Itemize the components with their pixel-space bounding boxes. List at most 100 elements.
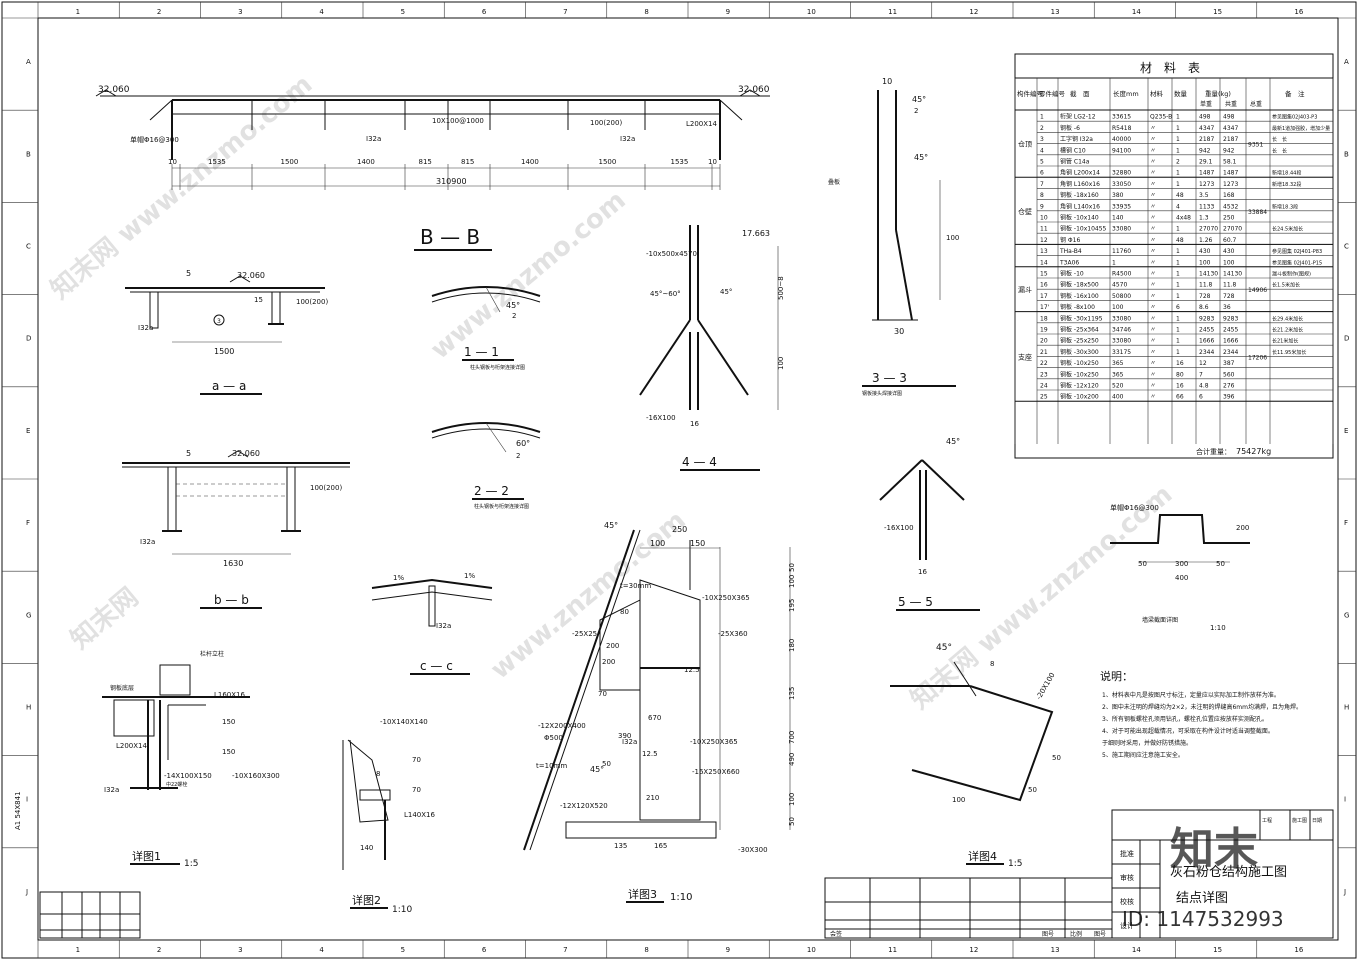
column-label: 10 [807, 8, 816, 16]
column-label: 13 [1051, 8, 1060, 16]
watermark-text: 知末网 www.znzmo.com [45, 69, 318, 305]
mt-cell: 新增18.32段 [1272, 181, 1301, 188]
title-block: 批准 审核 校核 设计 工程 施工图 日期 灰石粉仓结构施工图 结点详图 会签 … [39, 809, 1334, 939]
mt-cell: 2 [1176, 159, 1180, 166]
mt-cell: 〃 [1150, 315, 1156, 322]
d3-dim-inner: 200 [602, 658, 615, 666]
mt-cell: 〃 [1150, 215, 1156, 222]
elevation-right: 32.060 [738, 85, 770, 95]
detail-5-5: 45° -16X100 16 5 — 5 [879, 437, 980, 611]
mt-cell: 钢板 -10x250 [1060, 370, 1099, 378]
mt-cell: 新增18.3段 [1272, 203, 1298, 210]
mt-cell: 1 [1176, 170, 1180, 177]
d3-dim-right: 195 [788, 599, 796, 612]
mt-cell: 7 [1199, 371, 1203, 378]
mt-cell: 12 [1040, 237, 1048, 244]
d3-dim-inner: 70 [598, 690, 607, 698]
column-label: 4 [319, 8, 324, 16]
logo-chars: 知末 [1170, 824, 1258, 875]
row-label: D [1344, 335, 1349, 343]
mt-cell: 钢板 -25x250 [1060, 337, 1099, 345]
mt-cell: 〃 [1150, 248, 1156, 255]
d2-title: 详图2 [352, 893, 381, 907]
mt-cell: 参见图集 02J401-P15 [1272, 259, 1322, 266]
d3-dim-right: 180 [788, 639, 796, 652]
note-item: 于细则时采用，并做好防锈措施。 [1102, 739, 1192, 747]
column-label: 6 [482, 946, 487, 954]
tb-strip: 图号 [1094, 931, 1106, 938]
d4-plate: -20X100 [1035, 671, 1057, 701]
column-label: 6 [482, 8, 487, 16]
mt-cell: 16 [1176, 360, 1184, 367]
column-label: 3 [238, 8, 242, 16]
mt-total: 33884 [1248, 209, 1267, 216]
d4-angle: 45° [936, 643, 952, 653]
row-label: I [26, 796, 28, 804]
d1-label: L200X14 [116, 742, 148, 750]
roof-elevation: 32.060 32.060 单帽Φ16@300 10X100@1000 I32a… [95, 85, 770, 190]
d3-dim-inner: 12.5 [684, 666, 700, 674]
mt-cell: 钢板 -30x300 [1060, 348, 1099, 356]
mt-cell: 参见图集 02J401-P83 [1272, 248, 1322, 255]
elevation-dim: 1535 [208, 158, 226, 166]
mt-cell: 33080 [1112, 338, 1131, 345]
mt-cell: 16 [1040, 282, 1048, 289]
detail-1-1: 45° 2 1 — 1 柱头钢板与桁架连接详图 [431, 286, 541, 371]
mt-header: 零件编号 [1039, 89, 1066, 98]
hat-h: 200 [1236, 524, 1249, 532]
d3-dim-inner: 200 [606, 642, 619, 650]
mt-cell: 1487 [1223, 170, 1238, 177]
d3-dim-bot: 135 [614, 842, 627, 850]
mt-cell: 角钢 L200x14 [1060, 169, 1100, 177]
sheet-size-label: A1 54X841 [14, 791, 22, 830]
mt-cell: Q235-B [1150, 114, 1172, 121]
hat-rebar-detail: 单帽Φ16@300 200 50 300 50 400 墙梁截面详图 1:10 [1110, 503, 1250, 632]
d3-label: t=10mm [536, 762, 567, 770]
d22-title: 2 — 2 [474, 484, 509, 498]
mt-cell: 〃 [1150, 371, 1156, 378]
mt-cell: 430 [1199, 248, 1211, 255]
mt-cell: 17 [1040, 293, 1048, 300]
section-a-a: 32.060 5 15 100(200) 3 I32a 1500 a — a [125, 269, 328, 395]
mt-cell: 4 [1040, 147, 1044, 154]
note-item: 4、对于可能出现超载情况，可采取在构件设计时适当调整截面。 [1102, 727, 1274, 735]
hat-label: 单帽Φ16@300 [1110, 503, 1159, 512]
mt-cell: 9283 [1223, 315, 1238, 322]
column-label: 7 [563, 946, 567, 954]
column-label: 12 [969, 8, 978, 16]
mt-cell: 1273 [1199, 181, 1214, 188]
mt-sum-value: 75427kg [1236, 447, 1271, 456]
mt-cell: 钢管 C14a [1060, 158, 1090, 166]
row-label: J [1343, 888, 1346, 896]
d55-plate: -16X100 [884, 524, 914, 532]
column-label: 9 [726, 946, 730, 954]
aa-frac: 100(200) [296, 298, 328, 306]
column-label: 8 [644, 8, 648, 16]
d3-angle: 45° [604, 521, 618, 530]
bb-dim: 1630 [223, 559, 243, 568]
d2-dim: 140 [360, 844, 373, 852]
mt-cell: 1 [1176, 125, 1180, 132]
d1-dim: 150 [222, 748, 235, 756]
mt-cell: 漏斗板制作(图规) [1272, 271, 1311, 278]
d55-dim: 16 [918, 568, 927, 576]
d3-dim-inner: 80 [620, 608, 629, 616]
hat-dim: 50 [1138, 560, 1147, 568]
cc-title: c — c [420, 659, 453, 673]
d3-dim-right: 100 [788, 793, 796, 806]
d1-label: I32a [104, 786, 119, 794]
tb-row: 校核 [1120, 897, 1134, 906]
column-label: 15 [1213, 8, 1222, 16]
mt-cell: 40000 [1112, 136, 1131, 143]
d4-title: 详图4 [968, 849, 997, 863]
d44-angle: 45°~60° [650, 290, 681, 298]
d1-label: 钢板底层 [110, 684, 134, 692]
d44-plate-bot: -16X100 [646, 414, 676, 422]
mt-cell: 1 [1112, 259, 1116, 266]
mt-cell: 1666 [1223, 338, 1238, 345]
mt-header: 备 注 [1285, 89, 1305, 98]
d3-label: -10X250X365 [702, 594, 750, 602]
mt-cell: 560 [1223, 371, 1235, 378]
mt-cell: 19 [1040, 327, 1048, 334]
d3-dim-inner: 670 [648, 714, 661, 722]
